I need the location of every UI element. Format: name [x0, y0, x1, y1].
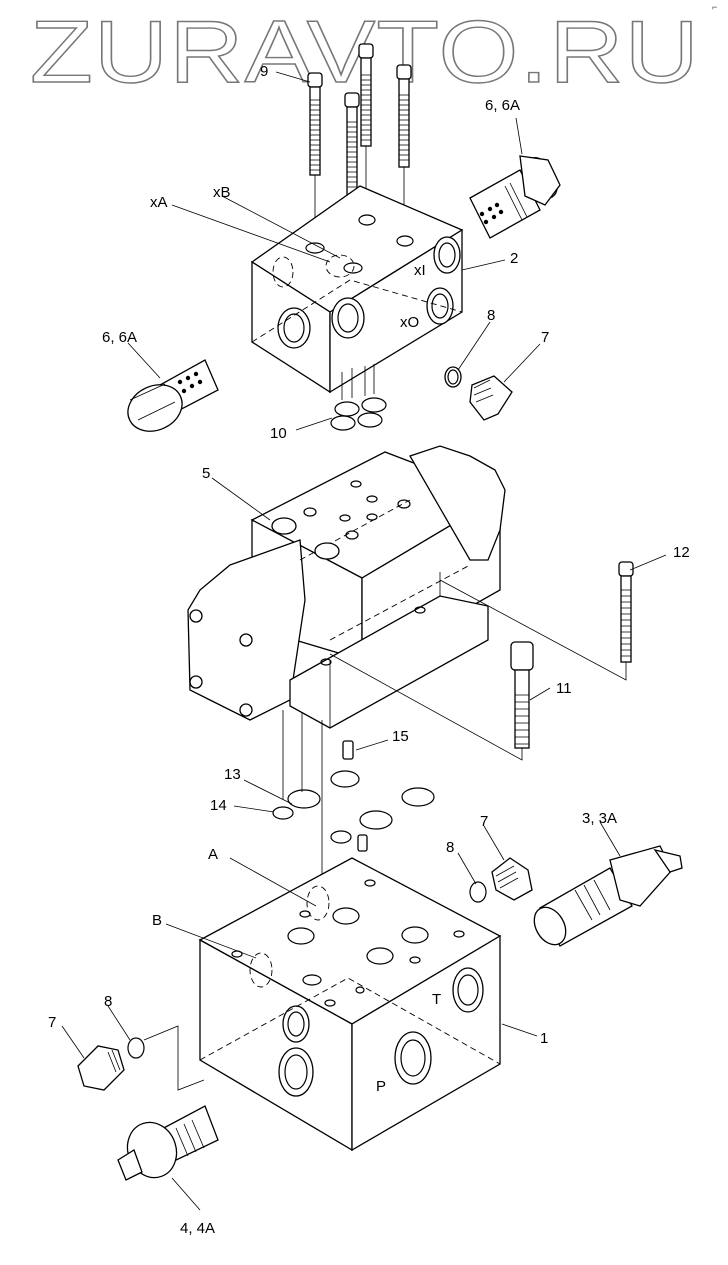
screw-11 [329, 641, 534, 761]
label-port-A: A [208, 846, 218, 863]
label-part-8-low: 8 [104, 993, 112, 1010]
label-part-11: 11 [556, 680, 572, 697]
label-part-7-top: 7 [541, 329, 549, 346]
label-part-10: 10 [270, 425, 287, 442]
cartridge-6-right [469, 155, 561, 239]
label-port-xB: xB [213, 184, 231, 201]
label-part-9: 9 [260, 63, 268, 80]
directional-valve-5 [187, 445, 506, 1000]
label-part-12: 12 [673, 544, 690, 561]
top-valve-block-2 [250, 185, 464, 400]
screw-9b [358, 43, 374, 147]
label-port-xI: xI [414, 262, 426, 279]
label-part-6-top: 6, 6A [485, 97, 520, 114]
o-rings-10 [330, 397, 387, 431]
pin-15 [342, 740, 354, 760]
plug-7-low [77, 1025, 205, 1091]
base-block-1 [198, 857, 502, 1152]
screw-9a [307, 72, 323, 176]
o-rings-13-14 [272, 770, 435, 852]
label-port-xA: xA [150, 194, 168, 211]
label-port-P: P [376, 1078, 386, 1095]
label-part-8-top: 8 [487, 307, 495, 324]
label-port-xO: xO [400, 314, 419, 331]
label-port-T: T [432, 991, 441, 1008]
valve-4 [117, 1105, 219, 1181]
label-part-13: 13 [224, 766, 241, 783]
screw-9c [396, 64, 412, 168]
label-part-6-left: 6, 6A [102, 329, 137, 346]
label-part-7-mid: 7 [480, 813, 488, 830]
relief-valve-3 [533, 845, 683, 947]
screw-12 [439, 561, 634, 681]
label-part-1: 1 [540, 1030, 548, 1047]
label-port-B: B [152, 912, 162, 929]
corner-mark: ⌐ [712, 2, 717, 12]
label-part-5: 5 [202, 465, 210, 482]
label-part-8-mid: 8 [446, 839, 454, 856]
leader-lines [61, 71, 667, 1211]
plug-7-mid [469, 857, 533, 903]
label-part-14: 14 [210, 797, 227, 814]
screw-9d [344, 92, 360, 196]
label-part-2: 2 [510, 250, 518, 267]
cartridge-6-left [127, 359, 219, 432]
label-part-15: 15 [392, 728, 409, 745]
label-part-3: 3, 3A [582, 810, 617, 827]
label-part-4: 4, 4A [180, 1220, 215, 1237]
plug-7-top [444, 366, 513, 421]
label-part-7-low: 7 [48, 1014, 56, 1031]
